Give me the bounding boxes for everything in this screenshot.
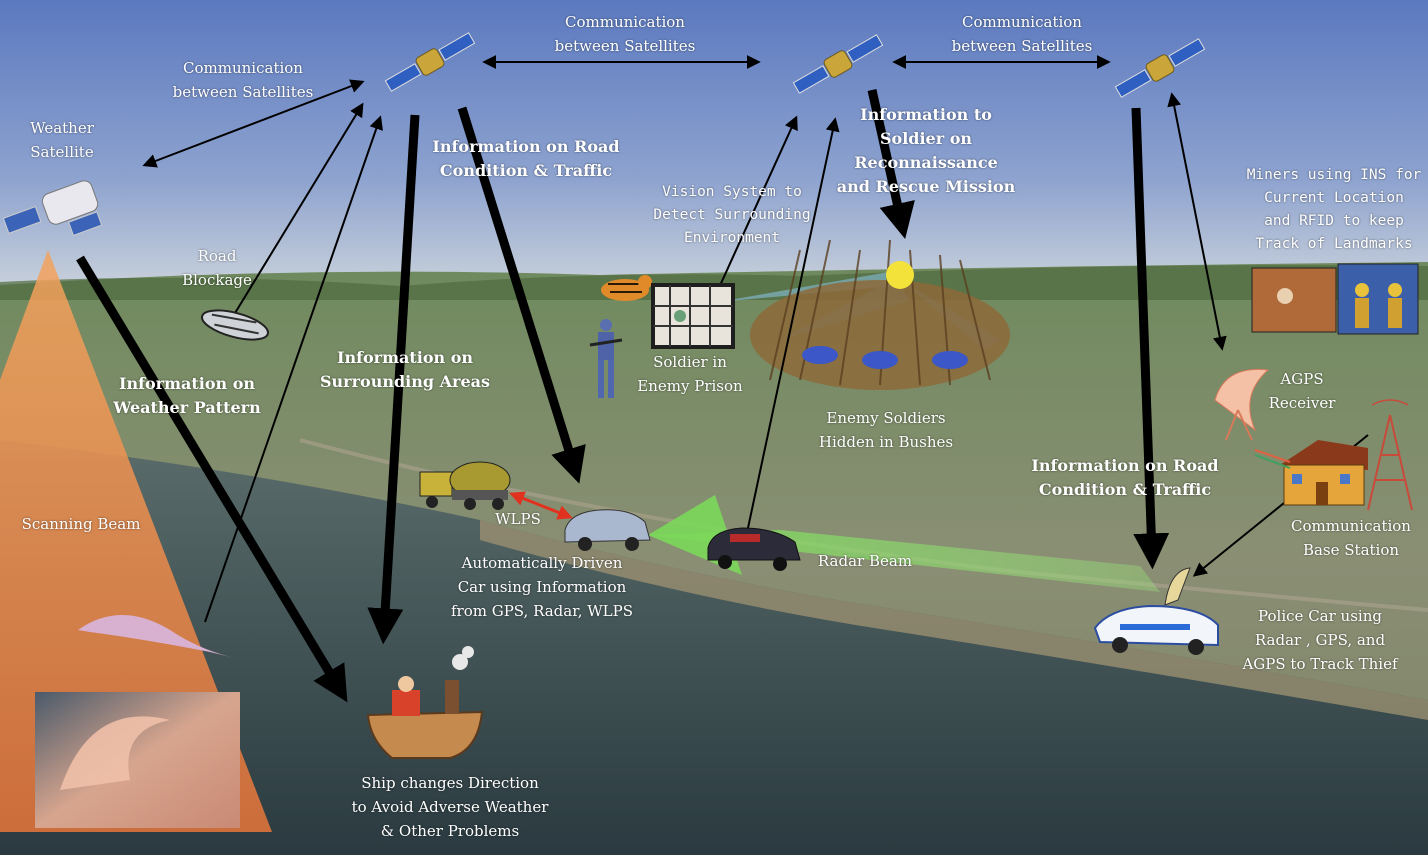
- label-police-car: Police Car using Radar , GPS, and AGPS t…: [1242, 607, 1398, 673]
- arrow-vision-system: [717, 115, 798, 291]
- sun-flower-icon: [886, 261, 914, 289]
- label-road-blockage: Road Blockage: [182, 247, 252, 289]
- soldier-icon: [932, 351, 968, 369]
- satellite-icon: [792, 34, 884, 94]
- base-station-house-icon: [1280, 440, 1368, 506]
- whale-icon: [78, 615, 235, 658]
- label-vision-system: Vision System to Detect Surrounding Envi…: [653, 184, 811, 246]
- arrow-road-blockage: [231, 102, 364, 319]
- label-info-weather: Information on Weather Pattern: [113, 374, 261, 417]
- scanning-beam: [0, 250, 272, 832]
- label-scanning-beam: Scanning Beam: [21, 515, 141, 533]
- satellite-icon: [1114, 38, 1206, 98]
- arrow-chase-car: [747, 117, 840, 529]
- label-enemy-soldiers: Enemy Soldiers Hidden in Bushes: [818, 409, 954, 451]
- wave-curl: [60, 716, 170, 790]
- radar-dish-icon: [1164, 567, 1191, 606]
- soldier-icon: [589, 319, 623, 398]
- soldier-icon: [862, 351, 898, 369]
- tiger-icon: [601, 275, 652, 301]
- label-comm-satellites-mid: Communication between Satellites: [554, 13, 696, 55]
- soldier-icon: [802, 346, 838, 364]
- wlps-arrow: [509, 491, 573, 520]
- car-icon: [707, 527, 801, 571]
- label-radar-beam: Radar Beam: [817, 552, 913, 570]
- label-info-road-traffic-top: Information on Road Condition & Traffic: [432, 137, 620, 180]
- miners-image: [1251, 263, 1419, 335]
- satellite-icon: [384, 32, 476, 92]
- distant-hills: [0, 265, 1428, 300]
- water: [0, 440, 1428, 855]
- label-comm-satellites-right: Communication between Satellites: [951, 13, 1093, 55]
- label-info-surrounding: Information on Surrounding Areas: [319, 348, 491, 391]
- label-auto-car: Automatically Driven Car using Informati…: [450, 554, 634, 620]
- label-comm-base-station: Communication Base Station: [1291, 517, 1411, 559]
- wrecked-car-icon: [201, 309, 269, 341]
- arrow-miners-link: [1167, 92, 1227, 351]
- label-ship: Ship changes Direction to Avoid Adverse …: [351, 774, 549, 840]
- label-miners: Miners using INS for Current Location an…: [1246, 167, 1422, 252]
- label-info-road-traffic-right: Information on Road Condition & Traffic: [1031, 456, 1219, 499]
- arrow-weather-info: [76, 255, 348, 703]
- label-wlps: WLPS: [495, 510, 541, 528]
- arrow-whale: [204, 115, 383, 623]
- arrow-sat-link-left: [142, 79, 365, 168]
- car-icon: [564, 509, 651, 551]
- cable: [1254, 449, 1291, 463]
- arrow-road-info: [457, 106, 586, 484]
- label-comm-satellites-left: Communication between Satellites: [172, 59, 314, 101]
- shoreline: [480, 520, 1428, 720]
- antenna-icon: [1214, 368, 1270, 441]
- prison-cell-icon: [651, 283, 735, 349]
- ocean-wave-image: [35, 692, 240, 828]
- police-car-icon: [1093, 567, 1219, 655]
- arrow-soldier-info: [867, 89, 915, 240]
- label-soldier-prison: Soldier in Enemy Prison: [637, 353, 743, 395]
- radio-tower-icon: [1367, 399, 1413, 511]
- vision-beam: [718, 270, 905, 302]
- label-agps-receiver: AGPS Receiver: [1268, 370, 1336, 412]
- cement-truck-icon: [419, 461, 511, 510]
- label-info-soldier: Information to Soldier on Reconnaissance…: [836, 105, 1016, 196]
- enemy-bushes: [750, 239, 1010, 390]
- cable: [1254, 454, 1291, 469]
- weather-satellite-icon: [2, 180, 103, 236]
- arrow-surrounding-info: [367, 114, 420, 645]
- ship-icon: [366, 646, 484, 759]
- arrow-police-info: [1131, 107, 1170, 570]
- label-weather-satellite: Weather Satellite: [30, 119, 94, 161]
